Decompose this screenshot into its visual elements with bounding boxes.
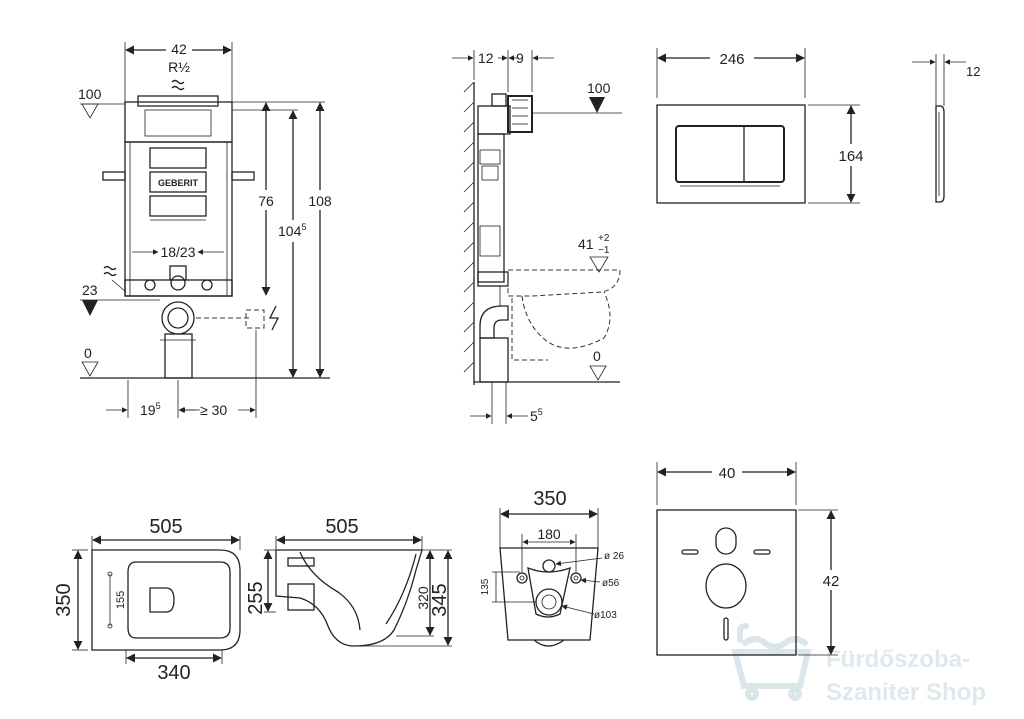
svg-text:1045: 1045 (278, 222, 306, 239)
bowl-top-view: 505 350 155 340 (53, 516, 241, 684)
flush-water-icon (103, 265, 117, 277)
side-height-255-label: 255 (245, 581, 267, 614)
svg-text:55: 55 (530, 407, 543, 424)
mat-height-label: 42 (823, 573, 840, 590)
frame-side-view: 12 9 100 41 +2 −1 0 (452, 50, 622, 424)
dimension-76-label: 76 (258, 193, 274, 209)
dimension-104-superscript: 5 (301, 222, 306, 232)
side-tolerance-minus-label: −1 (598, 245, 610, 256)
side-height-41-label: 41 (578, 236, 594, 252)
back-width-label: 350 (533, 488, 566, 510)
side-length-label: 505 (325, 516, 358, 538)
watermark-line-2: Szaniter Shop (826, 679, 986, 706)
brand-label: GEBERIT (158, 178, 199, 188)
bathtub-logo-icon (731, 623, 812, 701)
svg-text:195: 195 (140, 401, 161, 418)
frame-level-23-label: 23 (82, 282, 98, 298)
dimension-19-superscript: 5 (156, 401, 161, 411)
bowl-side-view: 505 255 320 345 (245, 516, 453, 647)
dimension-108-label: 108 (308, 193, 332, 209)
frame-front-view: 42 R½ 100 GEBERIT 18/23 23 (78, 40, 338, 418)
mat-width-label: 40 (719, 465, 736, 482)
flush-plate-front-view: 246 164 (656, 48, 870, 204)
watermark-line-1: Fürdőszoba- (826, 646, 970, 673)
top-seat-label: 155 (115, 591, 127, 609)
side-dimension-5-superscript: 5 (538, 407, 543, 417)
plate-thickness-label: 12 (966, 64, 980, 79)
back-diameter-26-label: ø 26 (604, 551, 624, 562)
electric-connection-icon (268, 305, 280, 331)
side-dimension-9-label: 9 (516, 50, 524, 66)
water-inlet-icon (171, 79, 185, 91)
frame-level-100-label: 100 (78, 86, 102, 102)
side-tolerance-plus-label: +2 (598, 233, 610, 244)
plate-width-label: 246 (719, 51, 744, 68)
back-diameter-103-label: ø103 (594, 610, 617, 621)
side-height-345-label: 345 (429, 583, 451, 616)
top-width-label: 350 (53, 583, 75, 616)
top-inner-label: 340 (157, 662, 190, 684)
frame-width-label: 42 (171, 41, 187, 57)
back-spacing-label: 180 (537, 526, 561, 542)
bowl-back-view: 350 180 135 ø 26 ø56 ø103 (480, 488, 624, 647)
plate-height-label: 164 (838, 148, 863, 165)
side-dimension-5-label: 5 (530, 408, 538, 424)
dimension-19-label: 19 (140, 402, 156, 418)
dimension-min-30-label: ≥ 30 (200, 402, 227, 418)
side-dimension-12-label: 12 (478, 50, 494, 66)
dimension-104-label: 104 (278, 223, 302, 239)
flush-plate-side-view: 12 (912, 54, 980, 203)
side-level-0-label: 0 (593, 348, 601, 364)
frame-level-0-label: 0 (84, 345, 92, 361)
side-height-320-label: 320 (415, 586, 431, 610)
back-height-135-label: 135 (480, 578, 491, 595)
back-diameter-56-label: ø56 (602, 578, 620, 589)
shop-watermark: Fürdőszoba- Szaniter Shop (731, 623, 986, 706)
pipe-range-label: 18/23 (160, 244, 195, 260)
side-level-100-label: 100 (587, 80, 611, 96)
water-connection-label: R½ (168, 59, 190, 75)
insulation-mat-view: 40 42 (656, 462, 846, 656)
top-length-label: 505 (149, 516, 182, 538)
